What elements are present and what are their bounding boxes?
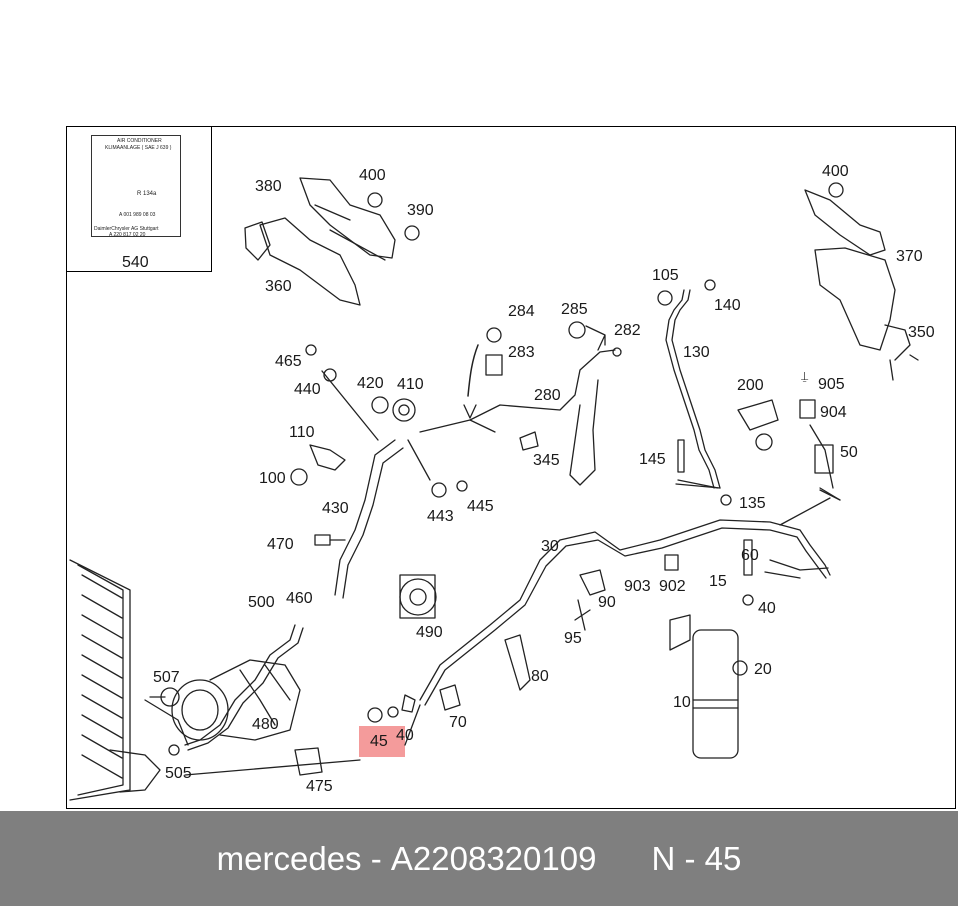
bracket-assembly-left: [244, 177, 420, 306]
receiver-dryer: [669, 614, 739, 759]
footer-brand: mercedes: [216, 839, 362, 877]
callout-350: 350: [908, 324, 935, 341]
callout-420: 420: [357, 375, 384, 392]
condenser: [69, 559, 161, 801]
callout-430: 430: [322, 500, 349, 517]
callout-902: 902: [659, 578, 686, 595]
callout-465: 465: [275, 353, 302, 370]
callout-95: 95: [564, 630, 582, 647]
highlight-position-45: [359, 726, 405, 757]
callout-507: 507: [153, 669, 180, 686]
callout-400-left: 400: [359, 167, 386, 184]
callout-470: 470: [267, 536, 294, 553]
callout-282: 282: [614, 322, 641, 339]
callout-390: 390: [407, 202, 434, 219]
callout-100: 100: [259, 470, 286, 487]
callout-410: 410: [397, 376, 424, 393]
callout-20: 20: [754, 661, 772, 678]
ac-refrigerant-label-540: AIR CONDITIONER KLIMAANLAGE ( SAE J 639 …: [66, 126, 212, 272]
callout-280: 280: [534, 387, 561, 404]
callout-284: 284: [508, 303, 535, 320]
callout-50: 50: [840, 444, 858, 461]
callout-145: 145: [639, 451, 666, 468]
callout-60: 60: [741, 547, 759, 564]
callout-135: 135: [739, 495, 766, 512]
callout-40-right: 40: [758, 600, 776, 617]
callout-10: 10: [673, 694, 691, 711]
sticker-title-2: KLIMAANLAGE ( SAE J 639 ): [105, 145, 172, 151]
callout-105: 105: [652, 267, 679, 284]
callout-445: 445: [467, 498, 494, 515]
diagram-frame: [66, 126, 956, 809]
sticker-maker: DaimlerChrysler AG Stuttgart: [94, 226, 159, 232]
footer-bar: mercedes - A2208320109 N - 45: [0, 811, 958, 906]
callout-30: 30: [541, 538, 559, 555]
sticker-oil: A 001 989 08 03: [119, 212, 156, 218]
callout-400-right: 400: [822, 163, 849, 180]
callout-70: 70: [449, 714, 467, 731]
callout-140: 140: [714, 297, 741, 314]
callout-130: 130: [683, 344, 710, 361]
ac-line-280: [469, 349, 616, 486]
callout-15: 15: [709, 573, 727, 590]
sticker-part: A 220 817 02 20: [109, 232, 146, 238]
callout-904: 904: [820, 404, 847, 421]
callout-283: 283: [508, 344, 535, 361]
callout-903: 903: [624, 578, 651, 595]
callout-500: 500: [248, 594, 275, 611]
sticker-title-1: AIR CONDITIONER: [117, 138, 162, 144]
footer-separator: -: [370, 839, 382, 877]
parts-drawing: [69, 177, 919, 801]
callout-90: 90: [598, 594, 616, 611]
callout-80: 80: [531, 668, 549, 685]
callout-505: 505: [165, 765, 192, 782]
callout-345: 345: [533, 452, 560, 469]
ac-line-430: [334, 439, 396, 596]
callout-540: 540: [122, 254, 149, 271]
footer-position-label: N - 45: [651, 839, 742, 877]
callout-360: 360: [265, 278, 292, 295]
callout-490: 490: [416, 624, 443, 641]
callout-110: 110: [289, 424, 315, 441]
callout-475: 475: [306, 778, 333, 795]
callout-40-left: 40: [396, 727, 414, 744]
ac-line-30: [419, 519, 831, 701]
callout-45: 45: [370, 733, 388, 750]
pin-icon: ⍊: [801, 369, 809, 383]
callout-440: 440: [294, 381, 321, 398]
callout-480: 480: [252, 716, 279, 733]
sticker-refrigerant: R 134a: [137, 191, 157, 197]
footer-part-code: A2208320109: [390, 839, 597, 877]
callout-380: 380: [255, 178, 282, 195]
ac-line-480: [184, 624, 296, 746]
compressor: [171, 659, 301, 741]
callout-370: 370: [896, 248, 923, 265]
callout-443: 443: [427, 508, 454, 525]
callout-285: 285: [561, 301, 588, 318]
ac-line-130: [671, 289, 721, 489]
bracket-assembly-right: [804, 182, 919, 381]
callout-905: 905: [818, 376, 845, 393]
callout-460: 460: [286, 590, 313, 607]
footer-caption: mercedes - A2208320109 N - 45: [0, 811, 958, 906]
callout-200: 200: [737, 377, 764, 394]
